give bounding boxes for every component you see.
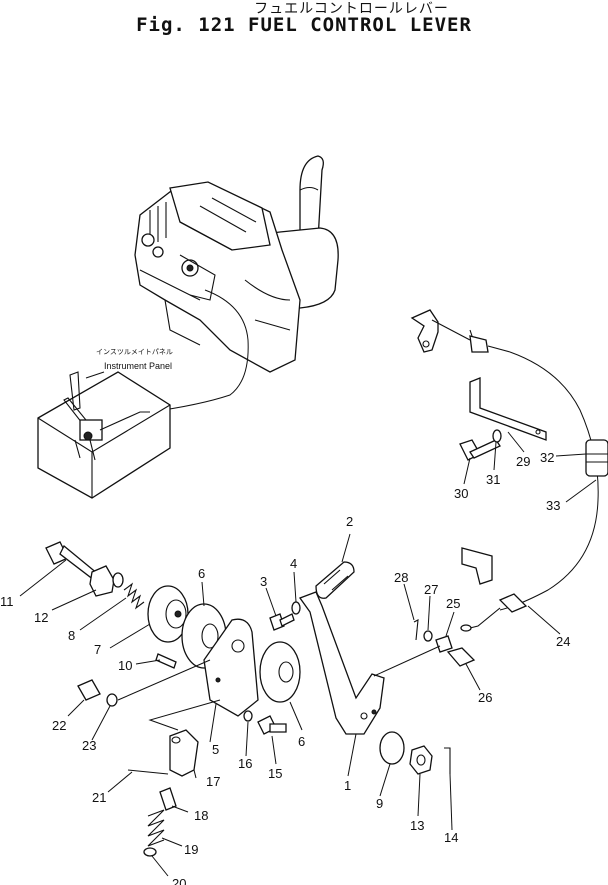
panel-label-japanese: インスツルメイトパネル [96,348,173,356]
panel-leader [85,371,105,379]
fuel-lever-1 [298,591,385,735]
spring-19 [147,809,165,847]
bolt-15 [257,715,287,735]
callout-26: 26 [478,690,492,705]
washer-23 [106,693,118,707]
callout-9: 9 [376,796,383,811]
bolt-30 [459,439,501,461]
nut-13 [409,745,433,775]
callout-6-lower: 6 [298,734,305,749]
callout-12: 12 [34,610,48,625]
callout-4: 4 [290,556,297,571]
callout-numbers: 1 2 3 4 5 6 6 7 8 9 10 11 12 13 14 15 16… [0,450,570,885]
callout-1: 1 [344,778,351,793]
callout-30: 30 [454,486,468,501]
callout-11: 11 [0,594,14,609]
plate-5 [203,618,259,717]
callout-14: 14 [444,830,458,845]
bracket-cable-end [461,547,493,585]
callout-23: 23 [82,738,96,753]
leader-lines [19,431,597,877]
nut-25 [435,635,453,653]
figure-title-japanese: フュエルコントロールレバー [254,1,449,17]
cable-end-24 [460,593,528,632]
spring-8 [123,582,145,610]
callout-10: 10 [118,658,132,673]
panel-label: Instrument Panel [104,361,172,371]
cotter-pin-14 [444,747,451,774]
callout-18: 18 [194,808,208,823]
callout-20: 20 [172,876,186,885]
engine-illustration [134,155,339,413]
friction-disc-6-lower [259,641,301,703]
block-17 [169,729,199,777]
knob-2 [315,561,355,599]
callout-17: 17 [206,774,220,789]
washer-16 [243,710,253,722]
callout-2: 2 [346,514,353,529]
washer-12b [112,572,124,588]
bolt-3 [269,613,295,631]
callout-24: 24 [556,634,570,649]
pin-21 [127,769,169,775]
bracket-12 [89,565,115,597]
bolt-11 [45,541,99,581]
callout-32: 32 [540,450,554,465]
callout-7: 7 [94,642,101,657]
callout-5: 5 [212,742,219,757]
bolt-26 [446,647,476,667]
callout-16: 16 [238,756,252,771]
callout-19: 19 [184,842,198,857]
washer-20 [143,847,157,857]
washer-27 [423,630,433,642]
callout-25: 25 [446,596,460,611]
callout-27: 27 [424,582,438,597]
figure-title: Fig. 121 FUEL CONTROL LEVER [136,14,472,36]
callout-22: 22 [52,718,66,733]
callout-33: 33 [546,498,560,513]
washer-31 [492,429,502,443]
callout-21: 21 [92,790,106,805]
callout-6-upper: 6 [198,566,205,581]
callout-3: 3 [260,574,267,589]
bolt-22 [77,679,101,701]
clamp-32 [585,439,608,477]
callout-29: 29 [516,454,530,469]
pin-28 [413,619,419,641]
bracket-29 [469,377,547,441]
instrument-panel-illustration [37,371,171,499]
washer-4 [291,601,301,615]
control-cable-24 [499,351,599,611]
pin-10 [155,653,177,669]
callout-8: 8 [68,628,75,643]
callout-31: 31 [486,472,500,487]
boss-9 [379,731,405,765]
callout-15: 15 [268,766,282,781]
callout-28: 28 [394,570,408,585]
callout-13: 13 [410,818,424,833]
bolt-18 [159,787,177,811]
governor-lever-assembly [410,309,511,353]
